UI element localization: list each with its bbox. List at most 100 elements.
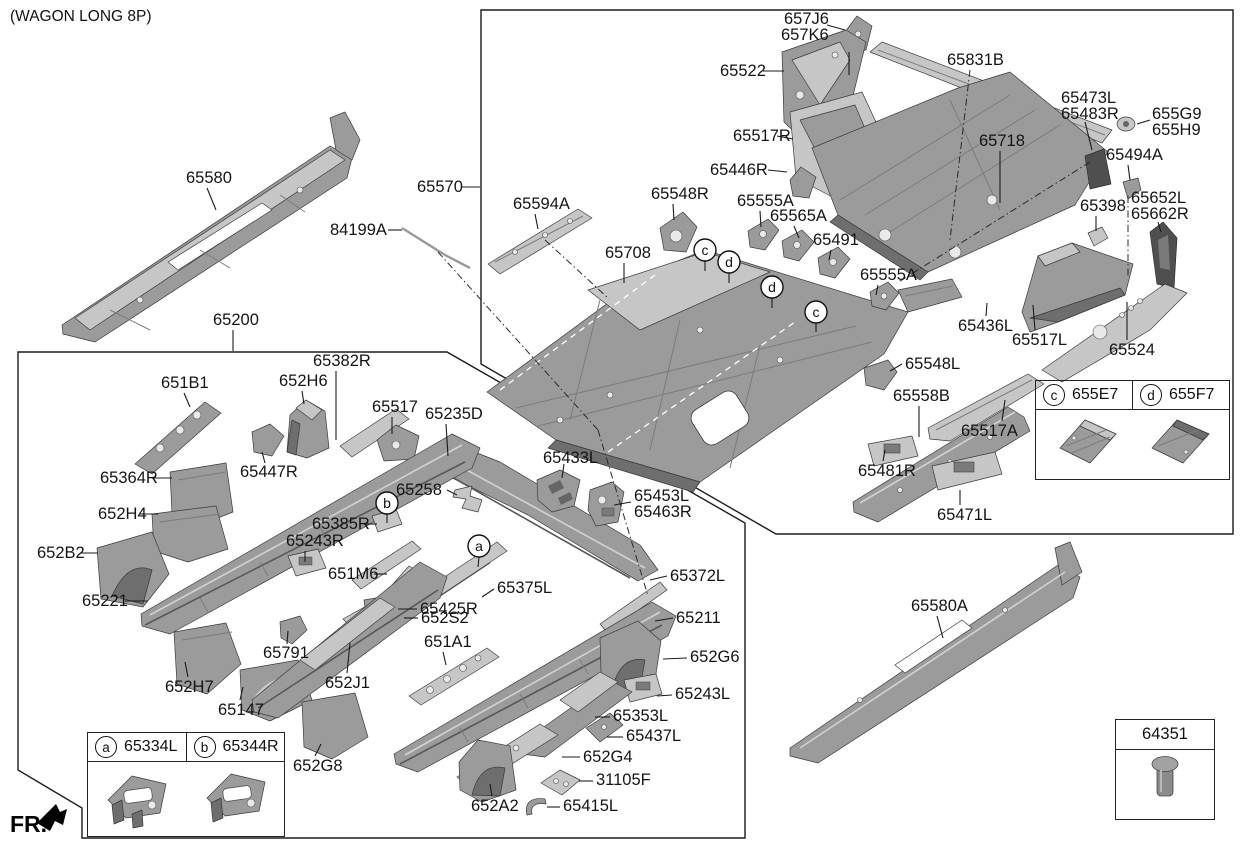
- legend-cell-b: b 65344R: [185, 733, 285, 761]
- part-label-65200: 65200: [213, 311, 259, 329]
- part-65555A-rear: [869, 281, 900, 311]
- part-65580: [61, 111, 361, 343]
- page-title: (WAGON LONG 8P): [10, 8, 152, 25]
- callout-d-badge: d: [1140, 384, 1162, 406]
- part-label-65375L: 65375L: [497, 579, 553, 597]
- leader-line: [1157, 221, 1162, 233]
- fastener-box-64351: 64351: [1115, 719, 1215, 820]
- part-65494A: [1122, 177, 1142, 200]
- leader-line: [662, 657, 688, 660]
- part-65517A: [927, 373, 1045, 442]
- part-label-65235D: 65235D: [425, 405, 483, 423]
- part-label-65708: 65708: [605, 244, 651, 262]
- part-label-65580A: 65580A: [911, 597, 968, 615]
- part-84199A: [401, 226, 471, 270]
- part-652J1: [251, 561, 448, 719]
- part-label-651B1: 651B1: [161, 374, 209, 392]
- part-label-65463R: 65463R: [634, 503, 692, 521]
- svg-text:c: c: [813, 304, 820, 320]
- callout-b-marker: b: [375, 491, 399, 515]
- fastener-part-number: 64351: [1116, 720, 1214, 750]
- callout-c-marker: c: [693, 238, 717, 262]
- part-label-65364R: 65364R: [100, 469, 158, 487]
- part-label-65385R: 65385R: [312, 515, 370, 533]
- part-label-65471L: 65471L: [937, 506, 993, 524]
- part-label-65221: 65221: [82, 592, 128, 610]
- leader-line: [759, 210, 762, 228]
- part-label-65548R: 65548R: [651, 185, 709, 203]
- part-label-65353L: 65353L: [613, 707, 669, 725]
- callout-a-marker: a: [467, 534, 491, 558]
- leader-line: [654, 617, 674, 622]
- leader-line: [206, 187, 217, 211]
- part-label-65517A: 65517A: [961, 422, 1018, 440]
- part-65415L: [526, 798, 547, 816]
- leader-line: [239, 686, 244, 701]
- callout-a-badge: a: [95, 736, 117, 758]
- leader-line: [261, 451, 266, 464]
- legend-part-65334L: 65334L: [124, 738, 178, 755]
- part-label-65494A: 65494A: [1106, 146, 1163, 164]
- part-label-65517R: 65517R: [733, 127, 791, 145]
- part-652B2: [96, 531, 170, 608]
- legend-b-image: [206, 773, 266, 823]
- part-label-65570: 65570: [417, 178, 463, 196]
- part-label-65446R: 65446R: [710, 161, 768, 179]
- part-65548L: [863, 359, 898, 391]
- part-652A2: [458, 739, 517, 803]
- leader-line: [936, 615, 944, 639]
- part-65524: [1041, 283, 1188, 383]
- detail-box-upper: [480, 9, 1234, 535]
- part-label-31105F: 31105F: [596, 771, 651, 789]
- part-65398: [1087, 226, 1109, 247]
- leader-line: [286, 630, 289, 645]
- bolt-64351-icon: [1151, 756, 1179, 797]
- leader-line: [184, 661, 189, 678]
- part-65491: [817, 246, 851, 279]
- leader-line: [442, 651, 447, 666]
- svg-text:d: d: [768, 279, 776, 295]
- leader-line: [889, 363, 903, 372]
- part-label-65483R: 65483R: [1061, 105, 1119, 123]
- leader-line: [446, 489, 458, 496]
- fr-arrow-icon: [37, 804, 67, 831]
- part-label-65522: 65522: [720, 62, 766, 80]
- part-31105F: [540, 769, 581, 796]
- fr-label: FR.: [10, 811, 48, 837]
- part-652H6: [286, 399, 330, 459]
- legend-cell-c: c 655E7: [1036, 381, 1132, 409]
- legend-cell-d: d 655F7: [1132, 381, 1229, 409]
- part-label-65548L: 65548L: [905, 355, 961, 373]
- part-label-657J6: 657J6: [784, 10, 829, 28]
- part-label-655H9: 655H9: [1152, 121, 1201, 139]
- part-65446R: [789, 166, 817, 199]
- part-65718: [811, 71, 1109, 281]
- legend-a-image: [107, 775, 167, 829]
- part-label-65398: 65398: [1080, 197, 1126, 215]
- leader-line: [534, 213, 539, 230]
- leader-line: [437, 251, 599, 431]
- legend-box-ab: a 65334L b 65344R: [87, 732, 285, 837]
- part-65436L: [897, 278, 963, 313]
- svg-text:c: c: [702, 242, 709, 258]
- part-label-652G4: 652G4: [583, 748, 633, 766]
- legend-d-image: [1151, 419, 1210, 464]
- leader-line: [767, 169, 788, 173]
- legend-box-cd: c 655E7 d 655F7: [1035, 380, 1230, 480]
- legend-part-655E7: 655E7: [1072, 386, 1119, 403]
- part-label-65481R: 65481R: [858, 462, 916, 480]
- part-652G8: [301, 692, 369, 760]
- leader-line: [1136, 119, 1151, 125]
- callout-c-marker: c: [804, 300, 828, 324]
- part-label-652H6: 652H6: [279, 372, 328, 390]
- leader-line: [481, 588, 495, 598]
- part-label-65517: 65517: [372, 398, 418, 416]
- part-65791: [279, 615, 308, 645]
- part-label-65372L: 65372L: [670, 567, 726, 585]
- part-65517-bracket: [376, 424, 420, 462]
- part-651B1: [134, 401, 222, 475]
- part-label-65565A: 65565A: [770, 207, 827, 225]
- part-label-65436L: 65436L: [958, 317, 1014, 335]
